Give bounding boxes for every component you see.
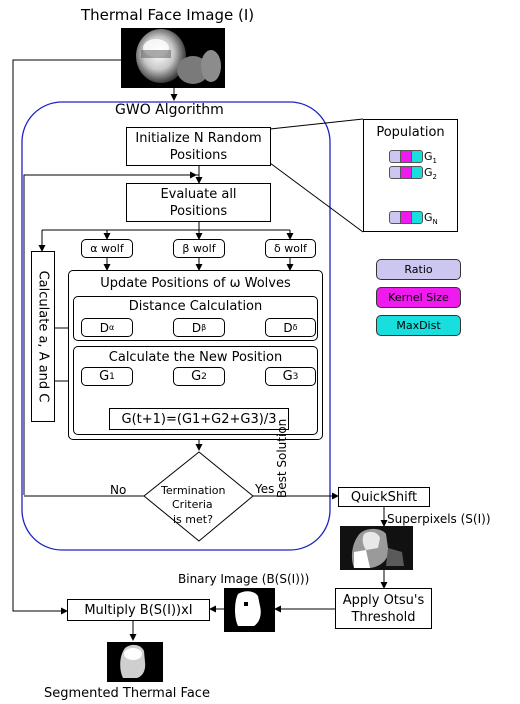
segmented-label: Segmented Thermal Face <box>44 686 210 701</box>
d-beta-label: D <box>191 320 202 335</box>
update-positions-title: Update Positions of ω Wolves <box>100 276 291 291</box>
d-delta-label: D <box>283 320 293 335</box>
population-row-n <box>389 211 423 224</box>
population-gn-subscript: N <box>432 218 438 226</box>
calculate-aAC-label: Calculate a, A and C <box>35 270 51 403</box>
termination-diamond <box>143 451 254 542</box>
initialize-line1: Initialize N Random <box>135 130 262 146</box>
population-gn-letter: G <box>424 211 433 224</box>
binary-image <box>224 588 275 632</box>
yes-label: Yes <box>255 482 275 496</box>
calculate-aAC-box: Calculate a, A and C <box>31 251 55 422</box>
thermal-face-image <box>121 28 225 88</box>
maxdist-cell <box>412 166 423 179</box>
initialize-line2: Positions <box>169 147 228 163</box>
binary-image-label: Binary Image (B(S(I))) <box>178 572 310 586</box>
maxdist-cell <box>412 150 423 163</box>
ratio-cell <box>389 166 401 179</box>
initialize-box: Initialize N Random Positions <box>126 127 271 166</box>
d-alpha-subscript: α <box>108 323 115 332</box>
otsu-line2: Threshold <box>351 609 416 625</box>
population-gn-label: GN <box>424 212 438 226</box>
g2-label: G <box>191 369 202 384</box>
termination-line3: is met? <box>173 513 213 526</box>
evaluate-line2: Positions <box>169 203 228 219</box>
ratio-cell <box>389 150 401 163</box>
evaluate-box: Evaluate all Positions <box>126 183 271 222</box>
legend-maxdist: MaxDist <box>376 315 461 336</box>
delta-wolf-box: δ wolf <box>265 239 316 258</box>
g3-subscript: 3 <box>292 371 299 382</box>
population-row-2 <box>389 166 423 179</box>
g2-subscript: 2 <box>201 371 207 382</box>
legend-kernel-size: Kernel Size <box>376 287 461 308</box>
gwo-container <box>21 101 331 551</box>
input-image-title: Thermal Face Image (I) <box>81 6 255 24</box>
population-g1-label: G1 <box>424 151 437 165</box>
d-beta-subscript: β <box>201 323 207 332</box>
population-title: Population <box>376 125 445 140</box>
otsu-threshold-box: Apply Otsu's Threshold <box>335 588 432 629</box>
g3-label: G <box>282 369 293 384</box>
distance-calculation-title: Distance Calculation <box>128 299 263 314</box>
kernel-cell <box>401 166 412 179</box>
best-solution-label: Best Solution <box>275 418 289 498</box>
quickshift-box: QuickShift <box>338 487 430 507</box>
population-g1-letter: G <box>424 150 433 163</box>
new-position-title: Calculate the New Position <box>108 350 283 365</box>
termination-line1: Termination <box>161 484 226 497</box>
legend-ratio: Ratio <box>376 259 461 280</box>
population-g2-label: G2 <box>424 167 437 181</box>
gwo-title: GWO Algorithm <box>115 102 224 118</box>
superpixel-image <box>340 526 413 570</box>
population-g2-subscript: 2 <box>432 173 437 181</box>
population-row-1 <box>389 150 423 163</box>
kernel-cell <box>401 211 412 224</box>
d-delta-subscript: δ <box>292 323 298 332</box>
segmented-face-image <box>107 642 163 682</box>
g1-label: G <box>99 369 110 384</box>
g1-subscript: 1 <box>109 371 115 382</box>
population-g2-letter: G <box>424 166 433 179</box>
beta-wolf-box: β wolf <box>173 239 225 258</box>
d-alpha-label: D <box>99 320 109 335</box>
superpixels-label: Superpixels (S(I)) <box>387 512 491 526</box>
formula-box: G(t+1)=(G1+G2+G3)/3 <box>109 408 289 430</box>
multiply-box: Multiply B(S(I))xI <box>67 599 210 621</box>
maxdist-cell <box>412 211 423 224</box>
otsu-line1: Apply Otsu's <box>342 592 425 608</box>
no-label: No <box>110 483 127 497</box>
evaluate-line1: Evaluate all <box>160 186 237 202</box>
alpha-wolf-box: α wolf <box>81 239 133 258</box>
kernel-cell <box>401 150 412 163</box>
termination-line2: Criteria <box>172 498 213 511</box>
ratio-cell <box>389 211 401 224</box>
population-g1-subscript: 1 <box>432 157 437 165</box>
